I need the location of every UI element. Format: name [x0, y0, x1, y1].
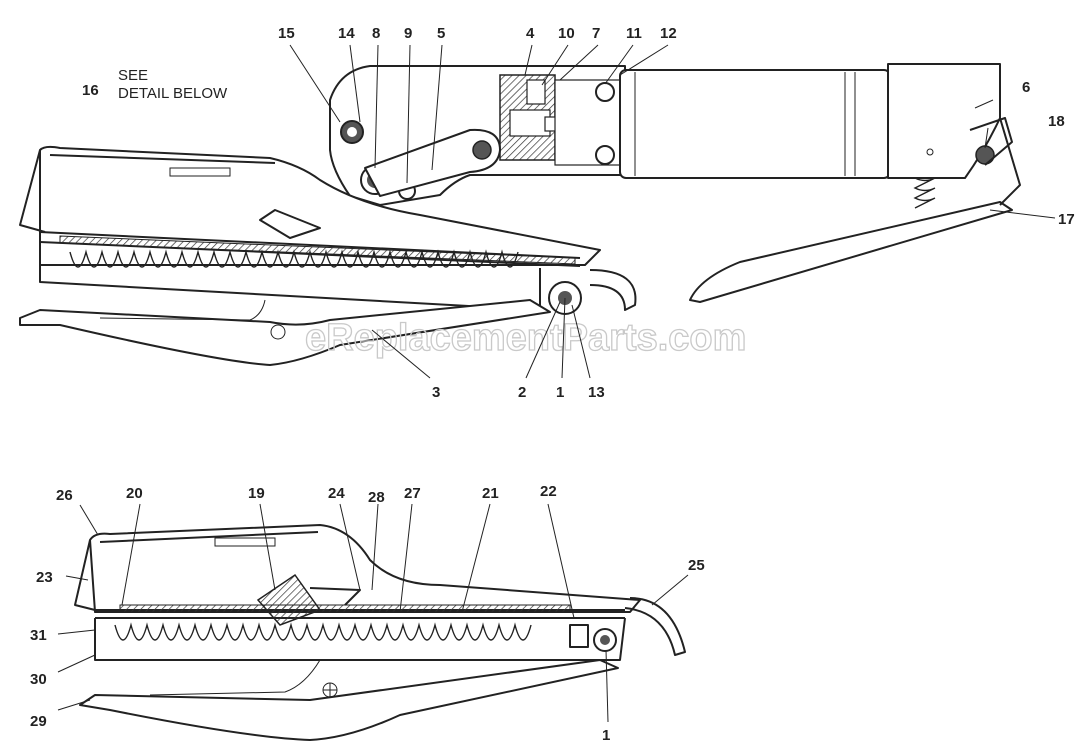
- callout-28: 28: [368, 489, 385, 506]
- detail-magazine-cover: [89, 524, 641, 613]
- callout-7: 7: [592, 25, 600, 42]
- callout-6: 6: [1022, 79, 1030, 96]
- callout-15: 15: [278, 25, 295, 42]
- upper-assembly: [19, 63, 1021, 366]
- callout-13: 13: [588, 384, 605, 401]
- latch-hook-13: [589, 269, 637, 311]
- magazine-end-bracket: [19, 149, 46, 233]
- callout-26: 26: [56, 487, 73, 504]
- callout-14: 14: [338, 25, 355, 42]
- detail-note-line2: DETAIL BELOW: [118, 85, 228, 102]
- cylinder-barrel: [619, 69, 891, 179]
- hook-25: [624, 597, 686, 656]
- callout-30: 30: [30, 671, 47, 688]
- watermark: eReplacementParts.com: [305, 317, 746, 359]
- callout-23: 23: [36, 569, 53, 586]
- callout-9: 9: [404, 25, 412, 42]
- detail-assembly: [74, 524, 686, 741]
- callout-10: 10: [558, 25, 575, 42]
- callout-detail-1: 1: [602, 727, 610, 744]
- callout-19: 19: [248, 485, 265, 502]
- callout-11: 11: [626, 25, 642, 42]
- callout-21: 21: [482, 485, 499, 502]
- callout-18: 18: [1048, 113, 1065, 130]
- feed-spring: [69, 249, 519, 268]
- callout-31: 31: [30, 627, 47, 644]
- detail-note-line1: SEE: [118, 67, 148, 84]
- pin-18-icon: [975, 145, 995, 165]
- detail-base-arm: [79, 659, 619, 741]
- callout-29: 29: [30, 713, 47, 730]
- trigger-spring: [913, 177, 936, 209]
- upper-leader-lines: [289, 44, 1056, 379]
- callout-24: 24: [328, 485, 345, 502]
- callout-5: 5: [437, 25, 445, 42]
- callout-2: 2: [518, 384, 526, 401]
- screw-11-icon: [595, 82, 615, 102]
- callout-25: 25: [688, 557, 705, 574]
- callout-27: 27: [404, 485, 421, 502]
- callout-17: 17: [1058, 211, 1075, 228]
- pusher-block: [256, 573, 322, 626]
- detail-callouts: 19 20 21 22 23 24 25 26 27 28 29 30 31 1: [30, 483, 705, 744]
- callout-4: 4: [526, 25, 535, 42]
- upper-callouts: 1 2 3 4 5 6 7 8 9 10 11 12 13 14 15 16 1…: [82, 25, 1075, 401]
- detail-feed-spring: [114, 622, 532, 641]
- callout-3: 3: [432, 384, 440, 401]
- callout-22: 22: [540, 483, 557, 500]
- callout-8: 8: [372, 25, 380, 42]
- trigger-lever: [689, 201, 1013, 303]
- callout-1: 1: [556, 384, 564, 401]
- callout-20: 20: [126, 485, 143, 502]
- callout-12: 12: [660, 25, 677, 42]
- detail-leader-lines: [57, 503, 689, 723]
- callout-16: 16: [82, 82, 99, 99]
